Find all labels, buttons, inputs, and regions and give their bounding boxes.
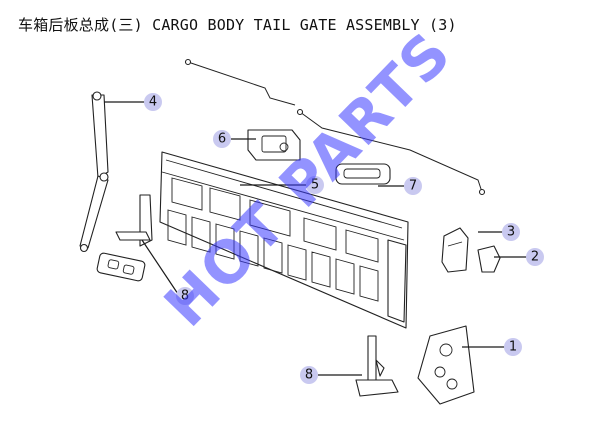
part-6-lock xyxy=(247,129,301,161)
part-8-left-hinge xyxy=(96,194,153,282)
callout-3: 3 xyxy=(502,223,520,241)
callout-2: 2 xyxy=(526,248,544,266)
svg-text:6: 6 xyxy=(218,132,226,147)
part-7-handle xyxy=(335,163,391,185)
part-1-plate xyxy=(417,325,475,405)
leader-lines xyxy=(104,101,528,376)
callout-7: 7 xyxy=(404,177,422,195)
callout-1: 1 xyxy=(504,338,522,356)
release-cables xyxy=(184,58,486,196)
svg-text:8: 8 xyxy=(305,368,313,383)
part-5-tail-gate-panel xyxy=(159,151,409,329)
svg-text:3: 3 xyxy=(507,225,515,240)
part-3-striker xyxy=(441,227,469,273)
callout-4: 4 xyxy=(144,93,162,111)
diagram-title: 车箱后板总成(三) CARGO BODY TAIL GATE ASSEMBLY … xyxy=(18,16,457,34)
svg-text:8: 8 xyxy=(181,289,189,304)
part-2-bumper xyxy=(477,245,501,273)
callout-6: 6 xyxy=(213,130,231,148)
callout-8-left: 8 xyxy=(176,287,194,305)
svg-text:7: 7 xyxy=(409,179,417,194)
svg-text:4: 4 xyxy=(149,95,157,110)
svg-text:2: 2 xyxy=(531,250,539,265)
svg-text:1: 1 xyxy=(509,340,517,355)
callout-5: 5 xyxy=(306,176,324,194)
callout-8-lower: 8 xyxy=(300,366,318,384)
part-4-support-arm xyxy=(79,91,109,253)
part-8-lower-hinge xyxy=(355,335,399,397)
svg-text:5: 5 xyxy=(311,178,319,193)
